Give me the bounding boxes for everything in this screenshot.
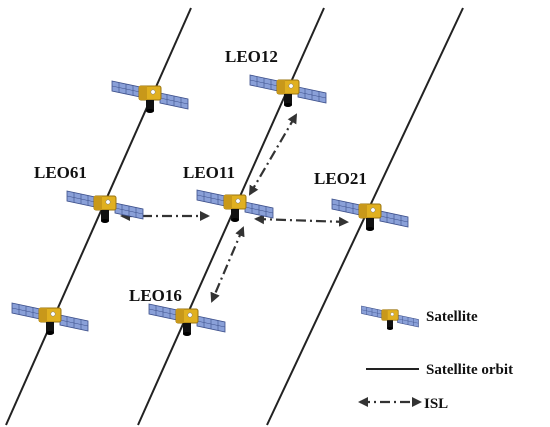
- legend-satellite-label: Satellite: [426, 309, 478, 325]
- label-leo61: LEO61: [34, 163, 87, 182]
- satellite-icon: [11, 302, 89, 336]
- isl-link-leo11-leo16: [210, 226, 245, 303]
- legend-satellite-icon: [361, 305, 419, 331]
- isl-link-leo11-leo21: [254, 214, 349, 227]
- satellite-labels: LEO12 LEO61 LEO11 LEO21 LEO16: [34, 47, 367, 305]
- satellite-icon: [196, 189, 274, 223]
- label-leo21: LEO21: [314, 169, 367, 188]
- satellites: [11, 74, 409, 337]
- satellite-icon: [66, 190, 144, 224]
- label-leo16: LEO16: [129, 286, 182, 305]
- label-leo12: LEO12: [225, 47, 278, 66]
- label-leo11: LEO11: [183, 163, 235, 182]
- legend: Satellite Satellite orbit ISL: [358, 305, 513, 412]
- orbit-line: [5, 7, 192, 426]
- satellite-icon: [111, 80, 189, 114]
- legend-isl-label: ISL: [424, 396, 448, 412]
- satellite-icon: [249, 74, 327, 108]
- satellite-icon: [331, 198, 409, 232]
- isl-link-leo11-leo12: [248, 113, 298, 196]
- legend-orbit-label: Satellite orbit: [426, 362, 513, 378]
- satellite-icon: [148, 303, 226, 337]
